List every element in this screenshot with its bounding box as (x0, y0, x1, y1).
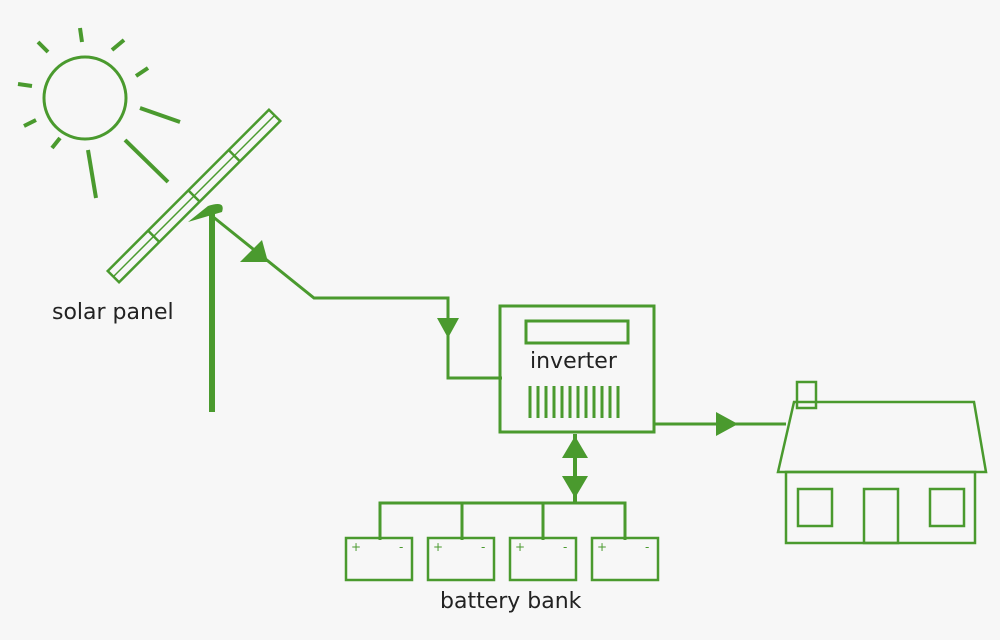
solar-panel-label: solar panel (52, 300, 174, 325)
house-icon (776, 380, 988, 545)
battery-bank-label: battery bank (440, 589, 582, 614)
svg-text:+: + (433, 540, 443, 554)
battery-icon: + - (590, 536, 660, 582)
panel-to-inverter-wire (211, 214, 502, 380)
battery-bank-icon: + - + - + - + - (344, 501, 660, 582)
inverter-to-house-wire (654, 412, 786, 436)
inverter-icon (498, 304, 656, 434)
svg-text:+: + (515, 540, 525, 554)
battery-icon: + - (508, 536, 578, 582)
svg-text:+: + (597, 540, 607, 554)
svg-text:-: - (481, 540, 485, 554)
battery-icon: + - (344, 536, 414, 582)
sun-icon (17, 27, 181, 199)
svg-text:-: - (563, 540, 567, 554)
inverter-battery-wire (562, 434, 588, 502)
inverter-label: inverter (530, 349, 617, 374)
svg-text:-: - (399, 540, 403, 554)
svg-text:+: + (351, 540, 361, 554)
solar-panel-icon (105, 107, 283, 412)
svg-text:-: - (645, 540, 649, 554)
battery-icon: + - (426, 536, 496, 582)
